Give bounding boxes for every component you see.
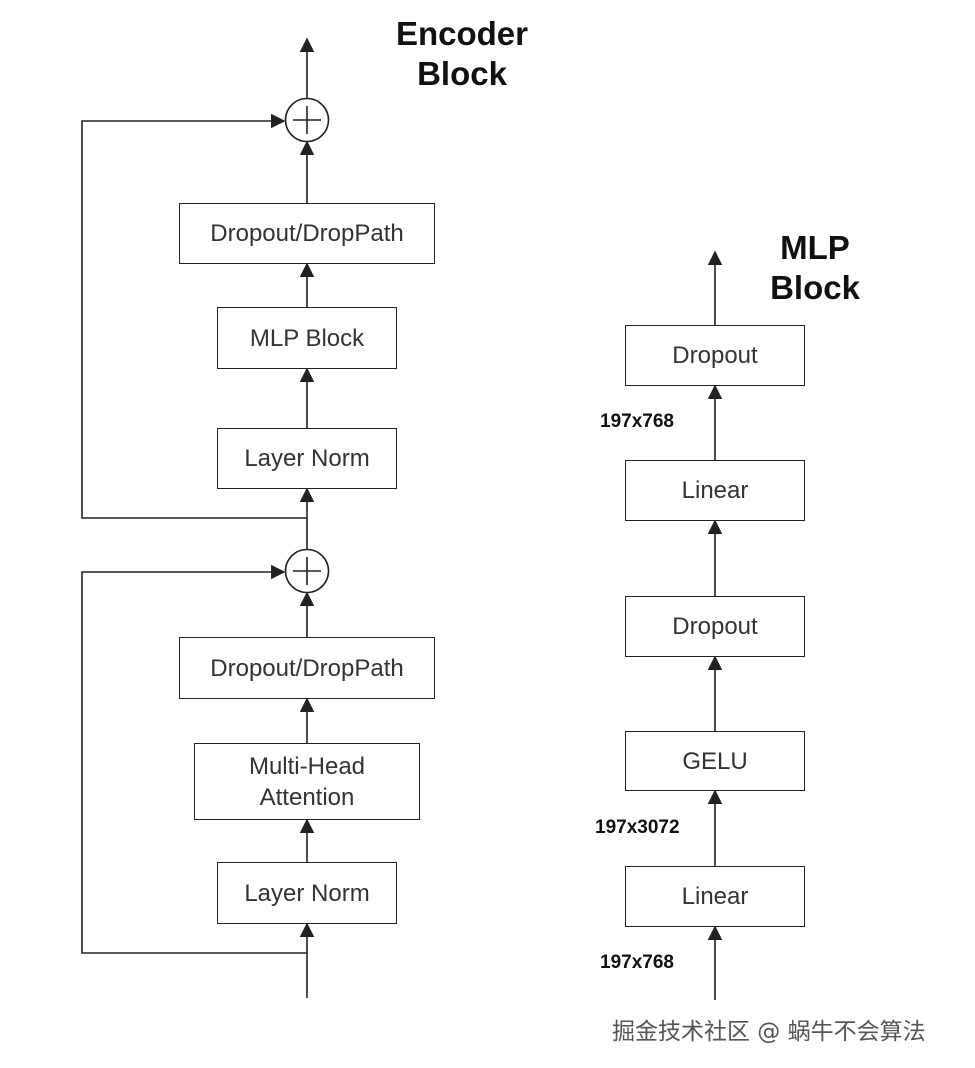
encoder-layer-norm-bottom: Layer Norm xyxy=(217,862,397,924)
encoder-layer-norm-top: Layer Norm xyxy=(217,428,397,489)
mlp-title-line1: MLP xyxy=(780,229,850,266)
dim-label-output: 197x768 xyxy=(600,411,674,432)
mlp-dropout-output: Dropout xyxy=(625,325,805,386)
encoder-multi-head-attention: Multi-Head Attention xyxy=(194,743,420,820)
residual-connection-1 xyxy=(81,564,307,954)
encoder-dropout-droppath-top: Dropout/DropPath xyxy=(179,203,435,264)
encoder-dropout-droppath-bottom: Dropout/DropPath xyxy=(179,637,435,699)
mlp-linear-2: Linear xyxy=(625,460,805,521)
attention-label-line2: Attention xyxy=(259,783,355,811)
attention-label-line1: Multi-Head xyxy=(248,752,366,780)
mlp-linear-1: Linear xyxy=(625,866,805,927)
mlp-dropout-middle: Dropout xyxy=(625,596,805,657)
encoder-title-line2: Block xyxy=(417,55,507,92)
mlp-block-title: MLP Block xyxy=(735,228,895,308)
add-node-1 xyxy=(284,548,330,594)
encoder-block-title: Encoder Block xyxy=(372,14,552,94)
mlp-title-line2: Block xyxy=(770,269,860,306)
encoder-title-line1: Encoder xyxy=(395,15,529,52)
dim-label-input: 197x768 xyxy=(600,952,674,973)
residual-connection-2 xyxy=(81,113,307,519)
mlp-gelu: GELU xyxy=(625,731,805,791)
watermark: 掘金技术社区 @ 蜗牛不会算法 xyxy=(612,1019,926,1045)
add-node-2 xyxy=(284,97,330,143)
encoder-mlp-block: MLP Block xyxy=(217,307,397,369)
dim-label-hidden: 197x3072 xyxy=(595,817,680,838)
